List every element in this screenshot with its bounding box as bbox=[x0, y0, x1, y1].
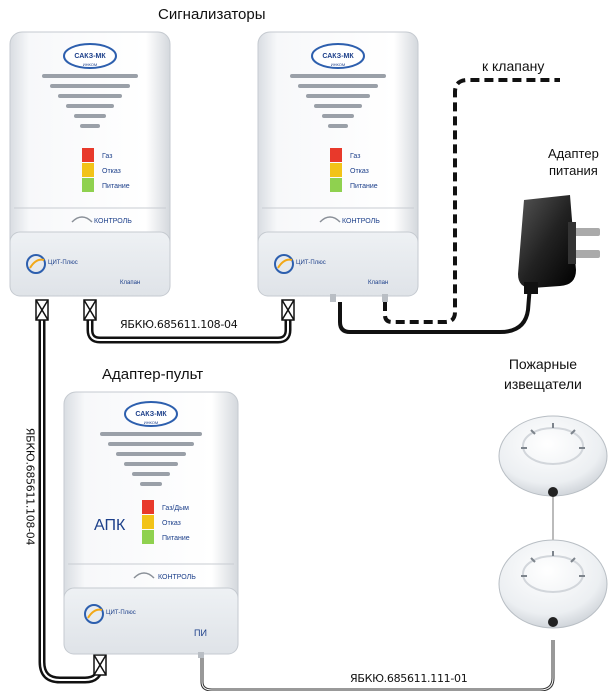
detector-led bbox=[548, 487, 558, 497]
svg-text:ИНКОМ: ИНКОМ bbox=[83, 62, 98, 67]
vent-slots bbox=[100, 432, 202, 486]
label-adapter-console: Адаптер-пульт bbox=[102, 366, 204, 383]
svg-text:Питание: Питание bbox=[102, 183, 130, 190]
indicator-power bbox=[82, 178, 94, 192]
maker-logo bbox=[84, 604, 104, 624]
svg-text:ЦИТ-Плюс: ЦИТ-Плюс bbox=[296, 260, 326, 266]
indicator-fault bbox=[82, 163, 94, 177]
apk-code: АПК bbox=[94, 517, 126, 534]
indicator-power bbox=[142, 530, 154, 544]
brand-name: САКЗ-МК bbox=[74, 53, 106, 60]
svg-text:Отказ: Отказ bbox=[162, 520, 181, 527]
label-fire-detectors-line2: извещатели bbox=[504, 376, 582, 392]
signalizer-1: САКЗ-МК ИНКОМ Газ Отказ Питание КОНТРОЛЬ… bbox=[9, 31, 171, 297]
indicator-fault bbox=[142, 515, 154, 529]
label-cable-top: ЯБКЮ.685611.108-04 bbox=[120, 318, 238, 331]
control-button bbox=[133, 572, 155, 579]
control-button bbox=[71, 216, 93, 223]
svg-text:Отказ: Отказ bbox=[102, 168, 121, 175]
label-signalizers: Сигнализаторы bbox=[158, 6, 266, 23]
signalizer-2: САКЗ-МК ИНКОМ Газ Отказ Питание КОНТРОЛЬ… bbox=[257, 31, 419, 297]
maker-logo bbox=[26, 254, 46, 274]
svg-text:ИНКОМ: ИНКОМ bbox=[331, 62, 346, 67]
svg-text:Питание: Питание bbox=[162, 535, 190, 542]
power-adapter bbox=[518, 195, 600, 294]
label-power-adapter-line2: питания bbox=[548, 163, 598, 178]
indicator-gas bbox=[82, 148, 94, 162]
vent-slots bbox=[290, 74, 386, 128]
detector-led bbox=[548, 617, 558, 627]
svg-text:Газ: Газ bbox=[102, 153, 112, 160]
maker-logo bbox=[274, 254, 294, 274]
label-fire-detectors-line1: Пожарные bbox=[508, 356, 578, 372]
port-label: ПИ bbox=[194, 628, 207, 638]
svg-text:КОНТРОЛЬ: КОНТРОЛЬ bbox=[342, 218, 380, 225]
svg-text:Газ: Газ bbox=[350, 153, 360, 160]
indicator-gas-smoke bbox=[142, 500, 154, 514]
label-power-adapter: Адаптер питания bbox=[548, 145, 599, 179]
brand-logo bbox=[63, 43, 117, 69]
label-to-valve: к клапану bbox=[482, 58, 545, 74]
label-fire-detectors: Пожарные извещатели bbox=[504, 354, 582, 394]
fire-detector-1 bbox=[498, 415, 608, 497]
connector-plug bbox=[35, 299, 295, 676]
label-cable-bottom: ЯБКЮ.685611.111-01 bbox=[350, 672, 468, 685]
control-button bbox=[319, 216, 341, 223]
vent-slots bbox=[42, 74, 138, 128]
svg-text:Газ/Дым: Газ/Дым bbox=[162, 505, 189, 512]
svg-text:Клапан: Клапан bbox=[368, 280, 388, 286]
label-cable-left: ЯБКЮ.685611.108-04 bbox=[23, 427, 37, 546]
brand-logo bbox=[124, 401, 178, 427]
svg-text:ИНКОМ: ИНКОМ bbox=[144, 420, 159, 425]
cable-valve bbox=[383, 78, 560, 324]
brand-logo bbox=[311, 43, 365, 69]
brand-name: САКЗ-МК bbox=[322, 53, 354, 60]
indicator-gas bbox=[330, 148, 342, 162]
label-power-adapter-line1: Адаптер bbox=[548, 146, 599, 161]
indicator-fault bbox=[330, 163, 342, 177]
svg-text:КОНТРОЛЬ: КОНТРОЛЬ bbox=[94, 218, 132, 225]
adapter-pult: САКЗ-МК ИНКОМ АПК Газ/Дым Отказ Питание … bbox=[63, 391, 239, 655]
fire-detector-2 bbox=[498, 539, 608, 629]
svg-text:Отказ: Отказ bbox=[350, 168, 369, 175]
svg-text:ЦИТ-Плюс: ЦИТ-Плюс bbox=[48, 260, 78, 266]
svg-text:Питание: Питание bbox=[350, 183, 378, 190]
cable-power bbox=[338, 284, 532, 334]
svg-text:Клапан: Клапан bbox=[120, 280, 140, 286]
svg-text:ЦИТ-Плюс: ЦИТ-Плюс bbox=[106, 610, 136, 616]
svg-text:КОНТРОЛЬ: КОНТРОЛЬ bbox=[158, 574, 196, 581]
indicator-power bbox=[330, 178, 342, 192]
brand-name: САКЗ-МК bbox=[135, 411, 167, 418]
